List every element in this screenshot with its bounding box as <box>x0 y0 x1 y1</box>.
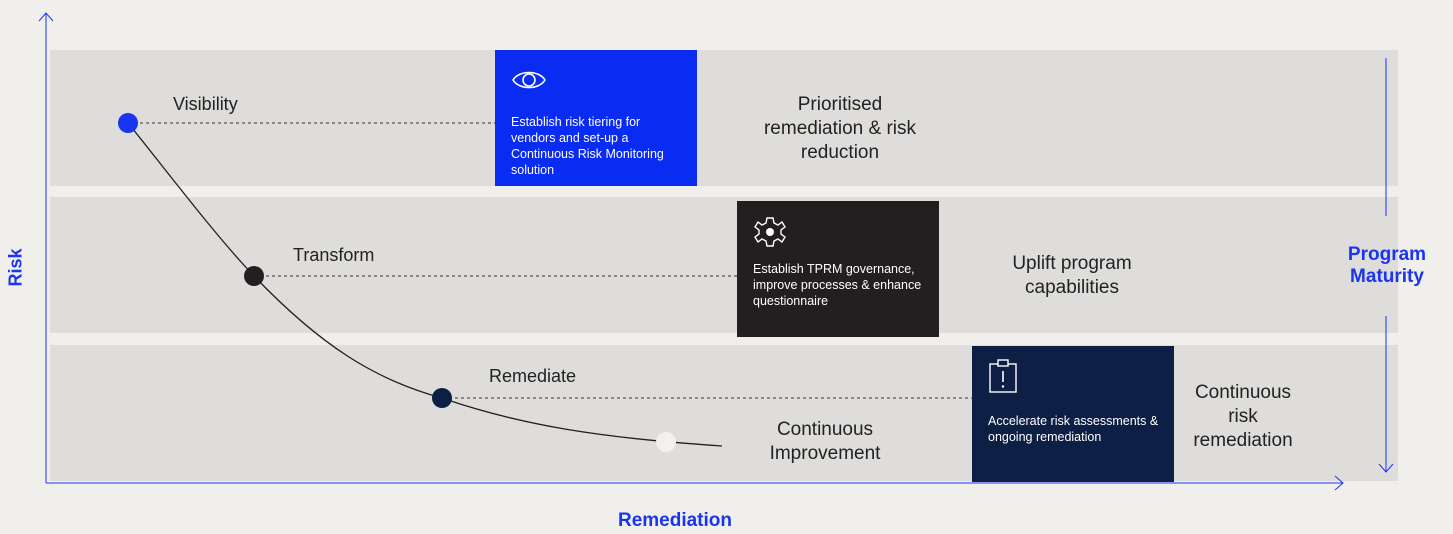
maturity-label-line1: Program <box>1347 244 1427 265</box>
band-visibility <box>50 50 1398 186</box>
clipboard-alert-icon <box>988 358 1018 399</box>
remediate-box: Accelerate risk assessments & ongoing re… <box>972 346 1174 482</box>
y-axis-arrow <box>38 12 54 22</box>
outcome-remediate: Continuous risk remediation <box>1193 382 1293 451</box>
stage-label-remediate: Remediate <box>489 366 577 386</box>
stage-label-continuous-improvement: Continuous Improvement <box>769 419 881 464</box>
outcome-transform: Uplift program capabilities <box>1012 253 1132 298</box>
band-transform <box>50 197 1398 333</box>
maturity-arrow <box>1378 463 1394 473</box>
stage-label-visibility: Visibility <box>173 94 238 114</box>
visibility-box: Establish risk tiering for vendors and s… <box>495 50 697 186</box>
remediate-box-text: Accelerate risk assessments & ongoing re… <box>988 414 1159 444</box>
gear-icon <box>753 215 787 254</box>
dot-continuous-improvement <box>656 432 676 452</box>
transform-box-text: Establish TPRM governance, improve proce… <box>753 262 922 308</box>
dot-remediate <box>432 388 452 408</box>
dot-visibility <box>118 113 138 133</box>
stage-label-transform: Transform <box>293 245 375 265</box>
transform-box: Establish TPRM governance, improve proce… <box>737 201 939 337</box>
eye-icon <box>511 66 547 99</box>
dot-transform <box>244 266 264 286</box>
outcome-visibility: Prioritised remediation & risk reduction <box>763 94 917 163</box>
maturity-label-line2: Maturity <box>1350 266 1424 287</box>
y-axis-label: Risk <box>5 248 26 287</box>
x-axis-label: Remediation <box>617 510 733 531</box>
x-axis-arrow <box>1334 475 1344 491</box>
maturity-label: Program Maturity <box>1328 244 1446 288</box>
maturity-curve <box>127 122 723 447</box>
visibility-box-text: Establish risk tiering for vendors and s… <box>511 115 664 177</box>
